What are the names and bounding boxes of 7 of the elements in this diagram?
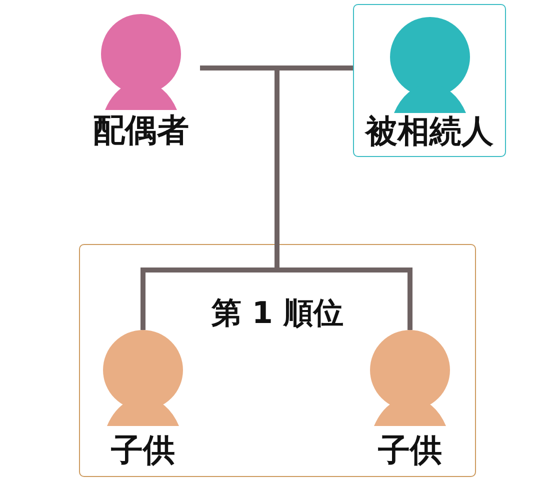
- person-label: 配偶者: [92, 114, 190, 146]
- person-label: 子供: [377, 434, 443, 466]
- person-label: 子供: [110, 434, 176, 466]
- person-label: 被相続人: [364, 115, 494, 147]
- person-frame: [353, 4, 506, 157]
- group-frame: [79, 244, 476, 477]
- group-title: 第 1 順位: [210, 299, 344, 329]
